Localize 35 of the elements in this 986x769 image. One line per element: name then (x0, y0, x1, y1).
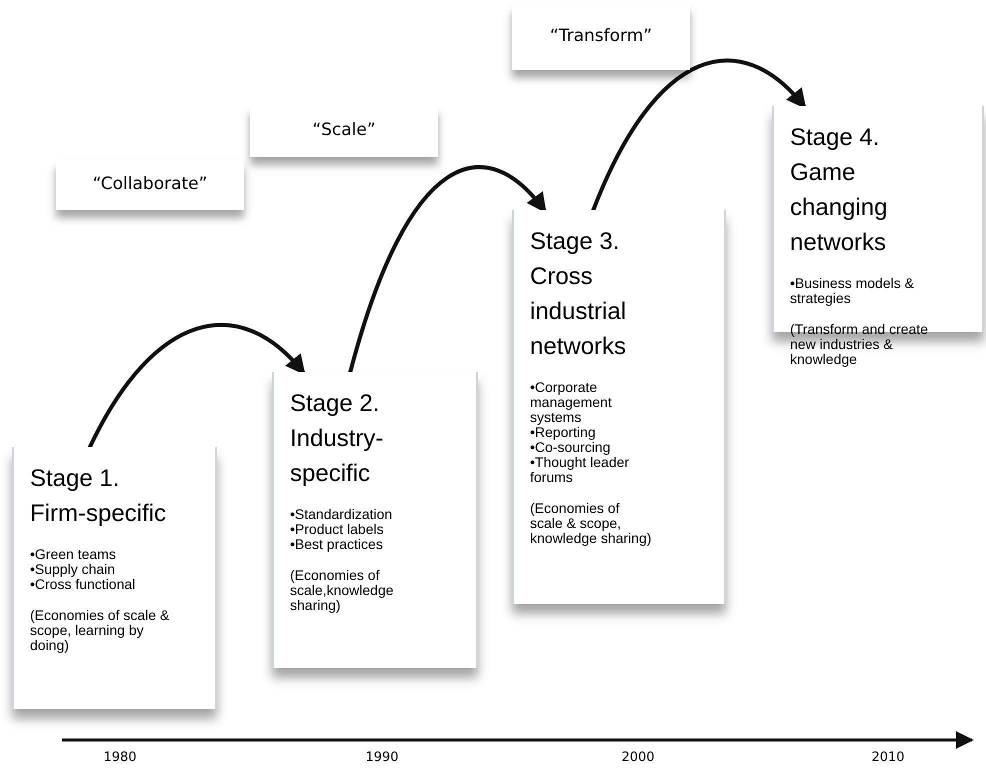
quote-card (250, 105, 438, 157)
bullet-item: •Cross functional (30, 577, 136, 592)
note-text: (Economies of scale,knowledge sharing) (290, 568, 395, 613)
bullet-item: •Green teams (30, 547, 117, 562)
bullet-item: •Supply chain (30, 562, 116, 577)
stage-heading: Stage 4. Game changing networks (790, 123, 888, 258)
stage-card (272, 372, 478, 668)
stage-card (512, 210, 726, 604)
bullet-item: •Product labels (290, 522, 385, 537)
card-title: “Scale” (312, 119, 376, 142)
card-title: “Collaborate” (92, 173, 208, 196)
year-label: 2010 (870, 749, 906, 767)
note-text: (Economies of scale & scope, knowledge sharing) (530, 501, 652, 546)
card-title: “Transform” (550, 25, 652, 48)
bullet-item: •Reporting (530, 425, 597, 440)
curved-arrow (591, 58, 806, 212)
bullet-item: •Business models & strategies (790, 276, 915, 306)
stage-heading: Stage 2. Industry-specific (290, 389, 384, 489)
curved-arrow (348, 165, 547, 374)
curved-arrow (88, 323, 306, 449)
stage-heading: Stage 1. Firm-specific (30, 464, 167, 529)
year-label: 1990 (364, 749, 400, 767)
quote-card (56, 160, 244, 210)
bullet-item: •Standardization (290, 507, 394, 522)
note-text: (Transform and create new industries & knowledge (790, 322, 929, 367)
stage-heading: Stage 3. Cross industrial networks (530, 227, 628, 362)
stage-card (12, 447, 217, 709)
bullet-item: •Co-sourcing (530, 440, 612, 455)
bullet-item: •Best practices (290, 537, 384, 552)
year-label: 1980 (102, 749, 138, 767)
bullet-item: •Corporate management systems (530, 380, 613, 425)
bullet-item: •Thought leader forums (530, 455, 630, 485)
quote-card (512, 4, 690, 70)
note-text: (Economies of scale & scope, learning by doing) (30, 608, 170, 653)
year-label: 2000 (620, 749, 656, 767)
